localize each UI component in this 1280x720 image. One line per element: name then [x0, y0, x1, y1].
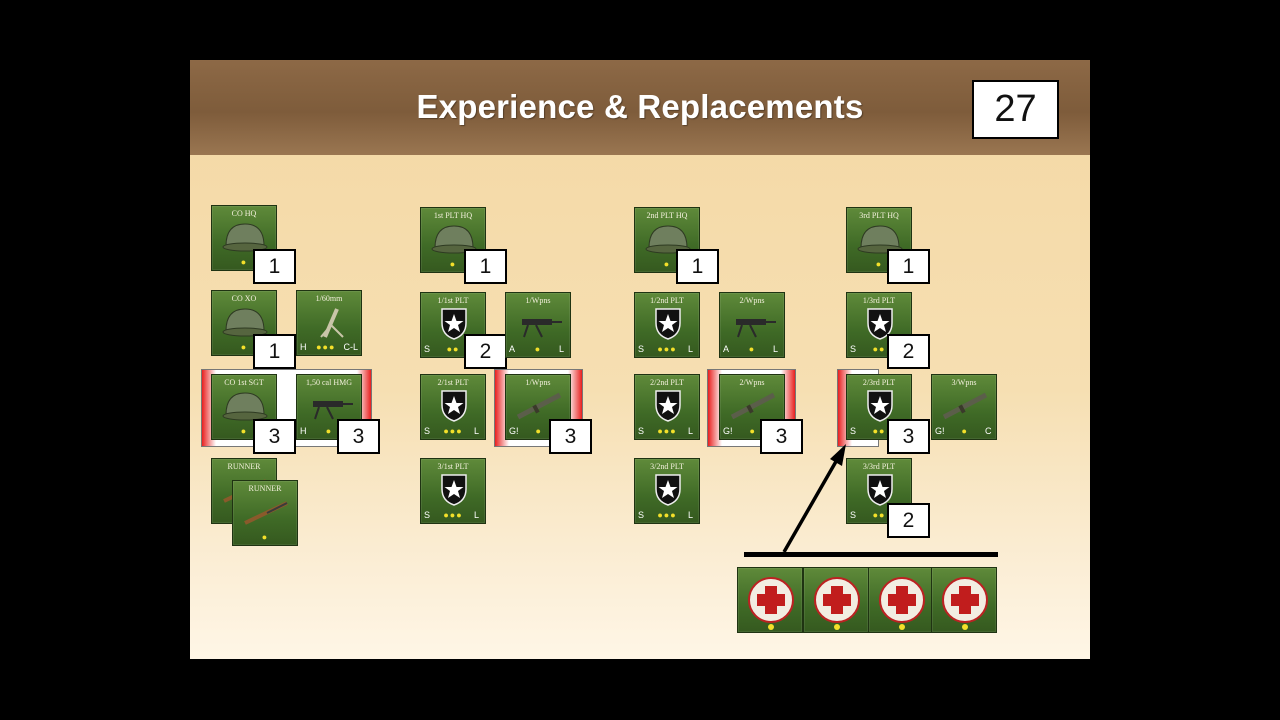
division-shield-icon [655, 474, 681, 506]
medic-counter[interactable] [868, 567, 934, 633]
bazooka-icon [730, 392, 776, 420]
counter-title: 1/60mm [315, 294, 343, 303]
counter-1-wpns[interactable]: 1/Wpns A●L [505, 292, 571, 358]
veteran-dot [834, 624, 840, 630]
counter-runner-2[interactable]: RUNNER ● [232, 480, 298, 546]
counter-title: 2/Wpns [739, 378, 765, 387]
step-box: 1 [464, 249, 507, 284]
division-shield-icon [867, 390, 893, 422]
counter-2-1st-plt[interactable]: 2/1st PLT S●●●L [420, 374, 486, 440]
veteran-dot [899, 624, 905, 630]
counter-title: RUNNER [227, 462, 261, 471]
counter-hmg[interactable]: 1,50 cal HMG H● [296, 374, 362, 440]
division-shield-icon [441, 390, 467, 422]
step-box: 3 [337, 419, 380, 454]
counter-title: 2/2nd PLT [650, 378, 684, 387]
counter-co-1st-sgt[interactable]: CO 1st SGT ● [211, 374, 277, 440]
counter-1-wpns-bazooka[interactable]: 1/Wpns G!● [505, 374, 571, 440]
division-shield-icon [655, 308, 681, 340]
step-box: 3 [253, 419, 296, 454]
step-box: 2 [887, 334, 930, 369]
division-shield-icon [867, 308, 893, 340]
step-box: 1 [253, 334, 296, 369]
counter-title: 2/3rd PLT [862, 378, 896, 387]
counter-title: CO HQ [231, 209, 257, 218]
counter-title: 1,50 cal HMG [306, 378, 352, 387]
step-box: 1 [676, 249, 719, 284]
counter-title: 3/2nd PLT [650, 462, 684, 471]
medic-cross-icon [879, 577, 925, 623]
counter-title: 3rd PLT HQ [859, 211, 899, 220]
rifle-icon [244, 501, 288, 525]
machinegun-icon [313, 401, 353, 420]
counter-title: 1/2nd PLT [650, 296, 684, 305]
page-number: 27 [972, 80, 1059, 139]
helmet-icon [222, 392, 268, 421]
medic-cross-icon [748, 577, 794, 623]
counter-title: CO XO [231, 294, 257, 303]
counter-title: RUNNER [248, 484, 282, 493]
counter-1-2nd-plt[interactable]: 1/2nd PLT S●●●L [634, 292, 700, 358]
slide: Experience & Replacements 27 CO HQ ● 1 C… [190, 60, 1090, 659]
step-box: 3 [887, 419, 930, 454]
replacement-bar [744, 552, 998, 557]
counter-2-wpns[interactable]: 2/Wpns A●L [719, 292, 785, 358]
medic-counter[interactable] [737, 567, 803, 633]
step-box: 2 [464, 334, 507, 369]
step-box: 3 [549, 419, 592, 454]
step-box: 2 [887, 503, 930, 538]
counter-title: 3/1st PLT [437, 462, 469, 471]
counter-title: 3/3rd PLT [862, 462, 896, 471]
counter-1-1st-plt[interactable]: 1/1st PLT S●● [420, 292, 486, 358]
counter-title: 1/Wpns [525, 378, 551, 387]
counter-2-2nd-plt[interactable]: 2/2nd PLT S●●●L [634, 374, 700, 440]
veteran-dot [768, 624, 774, 630]
counter-title: CO 1st SGT [224, 378, 264, 387]
step-box: 1 [887, 249, 930, 284]
counter-title: 3/Wpns [951, 378, 977, 387]
counter-title: 2/Wpns [739, 296, 765, 305]
division-shield-icon [441, 308, 467, 340]
counter-mortar[interactable]: 1/60mm H●●●C-L [296, 290, 362, 356]
mortar-icon [320, 308, 344, 338]
division-shield-icon [441, 474, 467, 506]
title-bar: Experience & Replacements 27 [190, 60, 1090, 155]
bazooka-icon [516, 392, 562, 420]
medic-counter[interactable] [931, 567, 997, 633]
medic-counter[interactable] [803, 567, 869, 633]
counter-3-2nd-plt[interactable]: 3/2nd PLT S●●●L [634, 458, 700, 524]
division-shield-icon [655, 390, 681, 422]
machinegun-icon [522, 319, 562, 338]
division-shield-icon [867, 474, 893, 506]
counter-title: 1/1st PLT [437, 296, 469, 305]
step-box: 3 [760, 419, 803, 454]
bazooka-icon [942, 392, 988, 420]
counter-3-wpns[interactable]: 3/Wpns G!●C [931, 374, 997, 440]
counter-title: 1/3rd PLT [862, 296, 896, 305]
counter-title: 2/1st PLT [437, 378, 469, 387]
veteran-dot [962, 624, 968, 630]
machinegun-icon [736, 319, 776, 338]
counter-title: 2nd PLT HQ [646, 211, 688, 220]
step-box: 1 [253, 249, 296, 284]
slide-title: Experience & Replacements [416, 88, 864, 125]
counter-title: 1st PLT HQ [433, 211, 473, 220]
medic-cross-icon [942, 577, 988, 623]
medic-cross-icon [814, 577, 860, 623]
counter-title: 1/Wpns [525, 296, 551, 305]
counter-3-3rd-plt[interactable]: 3/3rd PLT S●● [846, 458, 912, 524]
counter-3-1st-plt[interactable]: 3/1st PLT S●●●L [420, 458, 486, 524]
